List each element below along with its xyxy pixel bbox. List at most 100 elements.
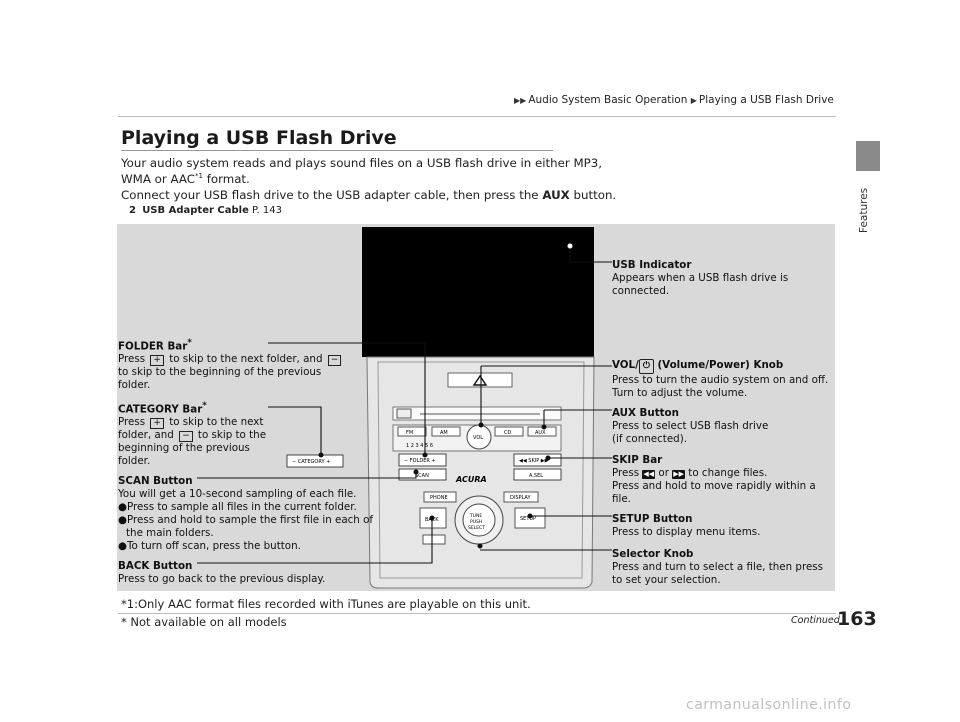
cd-button xyxy=(494,426,524,437)
callout-skip-bar: SKIP Bar Press ◀◀ or ▶▶ to change files.… xyxy=(612,454,832,506)
callout-title: SCAN Button xyxy=(118,475,193,487)
footnote-ref: *1 xyxy=(194,172,203,181)
phone-label: PHONE xyxy=(430,495,448,501)
display-screen xyxy=(362,227,594,357)
text: to skip to the next xyxy=(165,416,264,429)
callout-text: file. xyxy=(612,493,631,505)
ref-page: P. 143 xyxy=(252,205,282,216)
leader-lines xyxy=(197,242,612,564)
watermark: carmanualsonline.info xyxy=(686,697,852,713)
skip-label: ◀◀ SKIP ▶▶ xyxy=(519,458,549,464)
callout-setup-button: SETUP Button Press to display menu items… xyxy=(612,513,832,539)
breadcrumb-item-2[interactable]: Playing a USB Flash Drive xyxy=(698,94,834,106)
callout-selector-knob: Selector Knob Press and turn to select a… xyxy=(612,548,834,587)
hazard-icon xyxy=(472,374,488,386)
fm-button xyxy=(397,426,427,437)
callout-title: Selector Knob xyxy=(612,548,694,560)
callout-text: folder. xyxy=(118,455,151,468)
section-tab xyxy=(856,141,880,171)
breadcrumb-item-1[interactable]: Audio System Basic Operation xyxy=(528,94,688,106)
availability-note: * Not available on all models xyxy=(121,615,287,629)
callout-text: Turn to adjust the volume. xyxy=(612,387,748,399)
preset-label: 1 2 3 4 5 6 xyxy=(406,443,433,449)
callout-folder-bar: FOLDER Bar* Press + to skip to the next … xyxy=(118,337,358,392)
text: format. xyxy=(202,172,250,186)
text: button. xyxy=(569,188,617,202)
display-button xyxy=(503,491,539,503)
footnote-star: * xyxy=(202,401,207,411)
breadcrumb: ▶▶Audio System Basic Operation ▶Playing … xyxy=(514,94,834,106)
callout-text: Press and turn to select a file, then pr… xyxy=(612,561,824,573)
folder-bar xyxy=(398,453,447,467)
callout-text: Press to turn the audio system on and of… xyxy=(612,374,829,386)
callout-title: BACK Button xyxy=(118,560,193,572)
paragraph-line: WMA or AAC*1 format. xyxy=(121,172,250,186)
page-number: 163 xyxy=(837,608,877,630)
aux-label: AUX xyxy=(535,430,546,436)
text: Press xyxy=(118,353,149,366)
ref-label: USB Adapter Cable xyxy=(142,205,249,216)
callout-scan-button: SCAN Button You will get a 10-second sam… xyxy=(118,475,388,553)
push-label: PUSH xyxy=(470,519,482,525)
skip-back-icon: ◀◀ xyxy=(642,470,656,479)
callout-usb-indicator: USB Indicator Appears when a USB flash d… xyxy=(612,259,832,298)
cd-label: CD xyxy=(504,430,511,436)
bullet-item: ●To turn off scan, press the button. xyxy=(118,540,301,552)
callout-category-bar: CATEGORY Bar* Press + to skip to the nex… xyxy=(118,400,278,468)
callout-text: to skip to the beginning of the previous xyxy=(118,366,322,379)
callout-text: beginning of the previous xyxy=(118,442,250,455)
callout-text: (if connected). xyxy=(612,433,687,445)
vol-label: VOL xyxy=(473,435,483,441)
callout-vol-knob: VOL/⏻ (Volume/Power) Knob Press to turn … xyxy=(612,359,842,400)
arrow-icon: ▶▶ xyxy=(514,96,527,105)
callout-text: Press and hold to move rapidly within a xyxy=(612,480,816,492)
plus-icon: + xyxy=(150,418,164,430)
tune-label: TUNE xyxy=(469,513,482,519)
category-bar xyxy=(286,454,344,468)
asel-button xyxy=(513,468,562,481)
callout-title: AUX Button xyxy=(612,407,679,419)
footnote: *1:Only AAC format files recorded with i… xyxy=(121,597,531,611)
text: or xyxy=(655,467,673,479)
callout-text: Appears when a USB flash drive is xyxy=(612,272,789,284)
callout-text: You will get a 10-second sampling of eac… xyxy=(118,488,357,500)
callout-title: VOL/ xyxy=(612,359,639,371)
minus-icon: − xyxy=(327,355,342,367)
paragraph-line: Connect your USB flash drive to the USB … xyxy=(121,188,616,202)
phone-button xyxy=(423,491,457,503)
callout-title: USB Indicator xyxy=(612,259,692,271)
callout-text: Press to go back to the previous display… xyxy=(118,573,326,585)
hazard-button xyxy=(447,372,513,388)
minus-icon: − xyxy=(179,431,193,443)
eject-button xyxy=(396,408,412,419)
power-icon: ⏻ xyxy=(638,359,654,374)
bullet-item: ●Press and hold to sample the first file… xyxy=(118,514,374,526)
header-divider xyxy=(118,116,836,117)
folder-label: − FOLDER + xyxy=(404,458,436,464)
scan-label: SCAN xyxy=(415,473,429,479)
callout-title: SETUP Button xyxy=(612,513,693,525)
fm-label: FM xyxy=(406,430,413,436)
category-label: − CATEGORY + xyxy=(292,459,330,465)
bullet-item-continued: the main folders. xyxy=(126,527,214,539)
aux-keyword: AUX xyxy=(542,188,570,202)
plus-icon: + xyxy=(150,355,164,367)
cross-reference[interactable]: 2 USB Adapter Cable P. 143 xyxy=(129,205,282,216)
continued-label: Continued xyxy=(791,615,840,626)
callout-title: FOLDER Bar xyxy=(118,340,188,353)
bullet-item: ●Press to sample all files in the curren… xyxy=(118,501,357,513)
am-label: AM xyxy=(440,430,448,436)
callout-title: (Volume/Power) Knob xyxy=(653,359,784,371)
select-label: SELECT xyxy=(468,525,485,531)
am-button xyxy=(431,426,461,437)
paragraph-line: Your audio system reads and plays sound … xyxy=(121,156,603,170)
text: to change files. xyxy=(685,467,768,479)
setup-label: SETUP xyxy=(520,516,536,522)
callout-text: to set your selection. xyxy=(612,574,721,586)
text: to skip to the xyxy=(194,429,267,442)
text: WMA or AAC xyxy=(121,172,195,186)
callout-text: connected. xyxy=(612,285,670,297)
asel-label: A.SEL xyxy=(529,473,543,479)
skip-forward-icon: ▶▶ xyxy=(672,470,686,479)
